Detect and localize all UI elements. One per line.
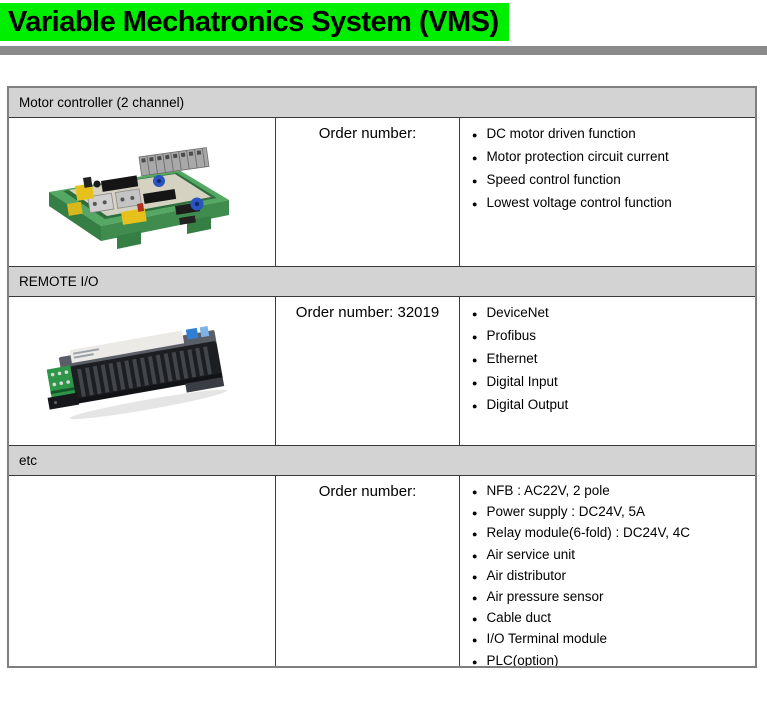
feature-item: ●I/O Terminal module bbox=[472, 629, 755, 650]
bullet-icon: ● bbox=[472, 153, 478, 163]
order-number-label: Order number: bbox=[318, 125, 417, 142]
bullet-icon: ● bbox=[472, 355, 478, 365]
bullet-icon: ● bbox=[472, 309, 478, 319]
bullet-icon: ● bbox=[472, 176, 478, 186]
bullet-icon: ● bbox=[472, 593, 478, 604]
order-number-cell: Order number: bbox=[276, 476, 460, 666]
feature-item: ●Motor protection circuit current bbox=[472, 146, 755, 169]
feature-item: ●Speed control function bbox=[472, 169, 755, 192]
feature-item: ●DC motor driven function bbox=[472, 123, 755, 146]
bullet-icon: ● bbox=[472, 550, 478, 561]
bullet-icon: ● bbox=[472, 508, 478, 519]
bullet-icon: ● bbox=[472, 199, 478, 209]
product-image-cell bbox=[9, 476, 276, 666]
features-cell: ●DC motor driven function ●Motor protect… bbox=[460, 118, 755, 266]
product-image-cell bbox=[9, 118, 276, 266]
order-number-label: Order number: 32019 bbox=[295, 304, 440, 321]
feature-item: ●Digital Input bbox=[472, 371, 755, 394]
feature-item: ●PLC(option) bbox=[472, 651, 755, 666]
product-table: Motor controller (2 channel) bbox=[7, 86, 757, 668]
bullet-icon: ● bbox=[472, 614, 478, 625]
feature-item: ●DeviceNet bbox=[472, 302, 755, 325]
bullet-icon: ● bbox=[472, 635, 478, 646]
feature-list: ●NFB : AC22V, 2 pole ●Power supply : DC2… bbox=[472, 481, 755, 666]
bullet-icon: ● bbox=[472, 401, 478, 411]
section-row-etc: Order number: ●NFB : AC22V, 2 pole ●Powe… bbox=[9, 476, 755, 666]
bullet-icon: ● bbox=[472, 656, 478, 666]
feature-list: ●DC motor driven function ●Motor protect… bbox=[472, 123, 755, 215]
section-header-label: REMOTE I/O bbox=[19, 274, 99, 289]
section-header-label: etc bbox=[19, 453, 38, 468]
feature-item: ●Profibus bbox=[472, 325, 755, 348]
order-number-cell: Order number: bbox=[276, 118, 460, 266]
feature-item: ●Relay module(6-fold) : DC24V, 4C bbox=[472, 523, 755, 544]
feature-item: ●Lowest voltage control function bbox=[472, 192, 755, 215]
bullet-icon: ● bbox=[472, 529, 478, 540]
feature-item: ●Air service unit bbox=[472, 545, 755, 566]
section-row-motor-controller: Order number: ●DC motor driven function … bbox=[9, 118, 755, 267]
bullet-icon: ● bbox=[472, 332, 478, 342]
bullet-icon: ● bbox=[472, 130, 478, 140]
order-number-label: Order number: bbox=[318, 483, 417, 500]
features-cell: ●DeviceNet ●Profibus ●Ethernet ●Digital … bbox=[460, 297, 755, 445]
bullet-icon: ● bbox=[472, 487, 478, 497]
section-header-etc: etc bbox=[9, 446, 755, 476]
bullet-icon: ● bbox=[472, 571, 478, 582]
feature-item: ●Digital Output bbox=[472, 394, 755, 417]
feature-item: ●NFB : AC22V, 2 pole bbox=[472, 481, 755, 502]
motor-controller-board-photo bbox=[49, 147, 229, 249]
divider-bar bbox=[0, 46, 767, 55]
remote-io-module-photo bbox=[46, 325, 228, 420]
feature-item: ●Cable duct bbox=[472, 608, 755, 629]
feature-item: ●Power supply : DC24V, 5A bbox=[472, 502, 755, 523]
feature-item: ●Ethernet bbox=[472, 348, 755, 371]
feature-item: ●Air distributor bbox=[472, 566, 755, 587]
section-row-remote-io: Order number: 32019 ●DeviceNet ●Profibus… bbox=[9, 297, 755, 446]
page-title: Variable Mechatronics System (VMS) bbox=[0, 3, 509, 41]
feature-item: ●Air pressure sensor bbox=[472, 587, 755, 608]
features-cell: ●NFB : AC22V, 2 pole ●Power supply : DC2… bbox=[460, 476, 755, 666]
bullet-icon: ● bbox=[472, 378, 478, 388]
section-header-remote-io: REMOTE I/O bbox=[9, 267, 755, 297]
section-header-motor-controller: Motor controller (2 channel) bbox=[9, 88, 755, 118]
order-number-cell: Order number: 32019 bbox=[276, 297, 460, 445]
section-header-label: Motor controller (2 channel) bbox=[19, 95, 185, 110]
feature-list: ●DeviceNet ●Profibus ●Ethernet ●Digital … bbox=[472, 302, 755, 417]
product-image-cell bbox=[9, 297, 276, 445]
